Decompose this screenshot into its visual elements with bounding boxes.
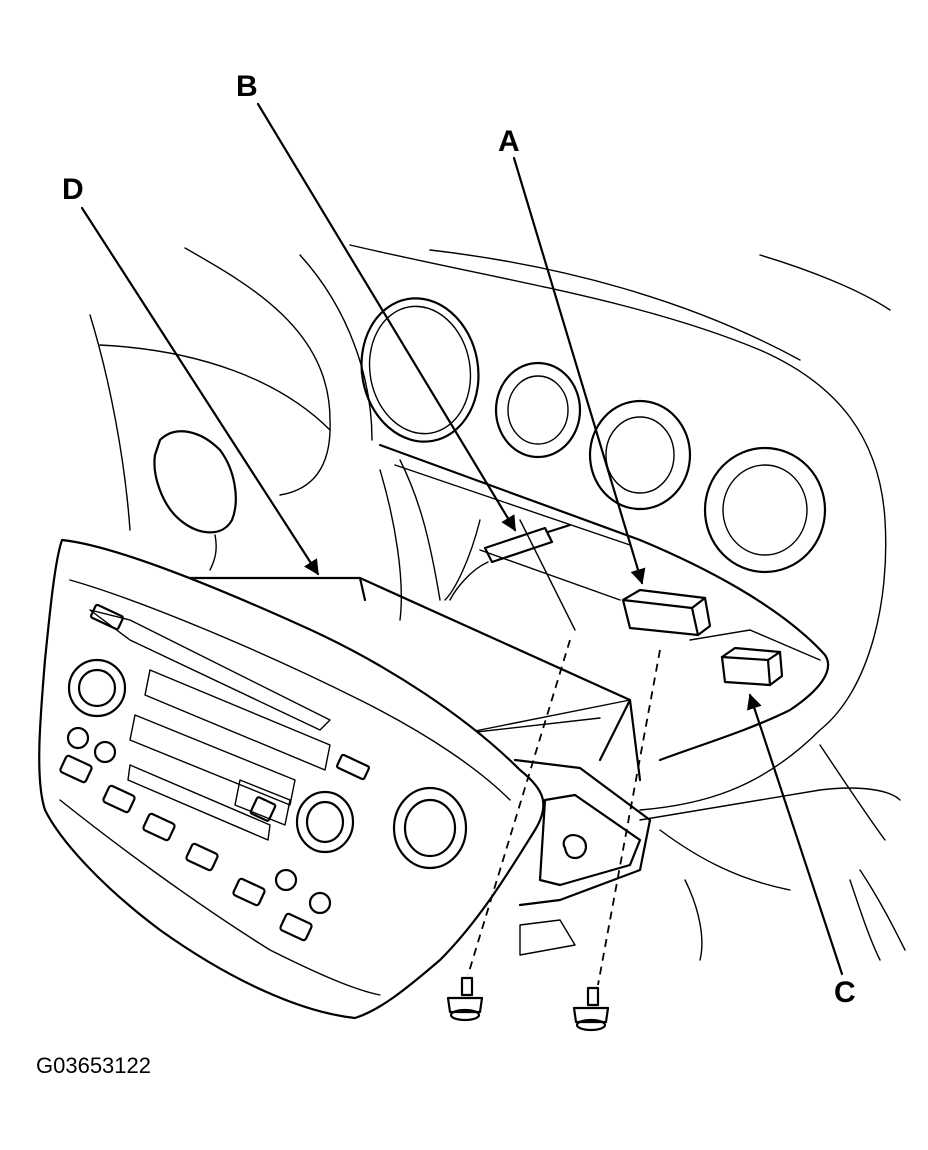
- leader-c: [747, 693, 844, 976]
- mounting-bracket: [513, 758, 652, 956]
- leader-a: [512, 156, 646, 585]
- radio-front-panel: [38, 538, 545, 1020]
- mounting-screws: [446, 639, 661, 1032]
- antenna-lead: [449, 523, 572, 601]
- callout-label-b: B: [236, 70, 258, 103]
- figure-id: G03653122: [36, 1053, 151, 1078]
- screw-right: [572, 986, 610, 1032]
- dashboard-outline: [89, 244, 906, 961]
- connector-a: [621, 588, 712, 637]
- shift-knob: [153, 430, 237, 571]
- leader-b: [256, 102, 517, 532]
- callout-leaders: [80, 102, 844, 976]
- radio-cavity: [378, 443, 830, 762]
- screw-left: [446, 976, 484, 1022]
- callout-label-a: A: [498, 125, 520, 158]
- leader-d: [80, 206, 320, 576]
- callout-label-d: D: [62, 173, 84, 206]
- callout-label-c: C: [834, 976, 856, 1009]
- connector-c: [720, 646, 784, 687]
- air-vents: [360, 297, 827, 574]
